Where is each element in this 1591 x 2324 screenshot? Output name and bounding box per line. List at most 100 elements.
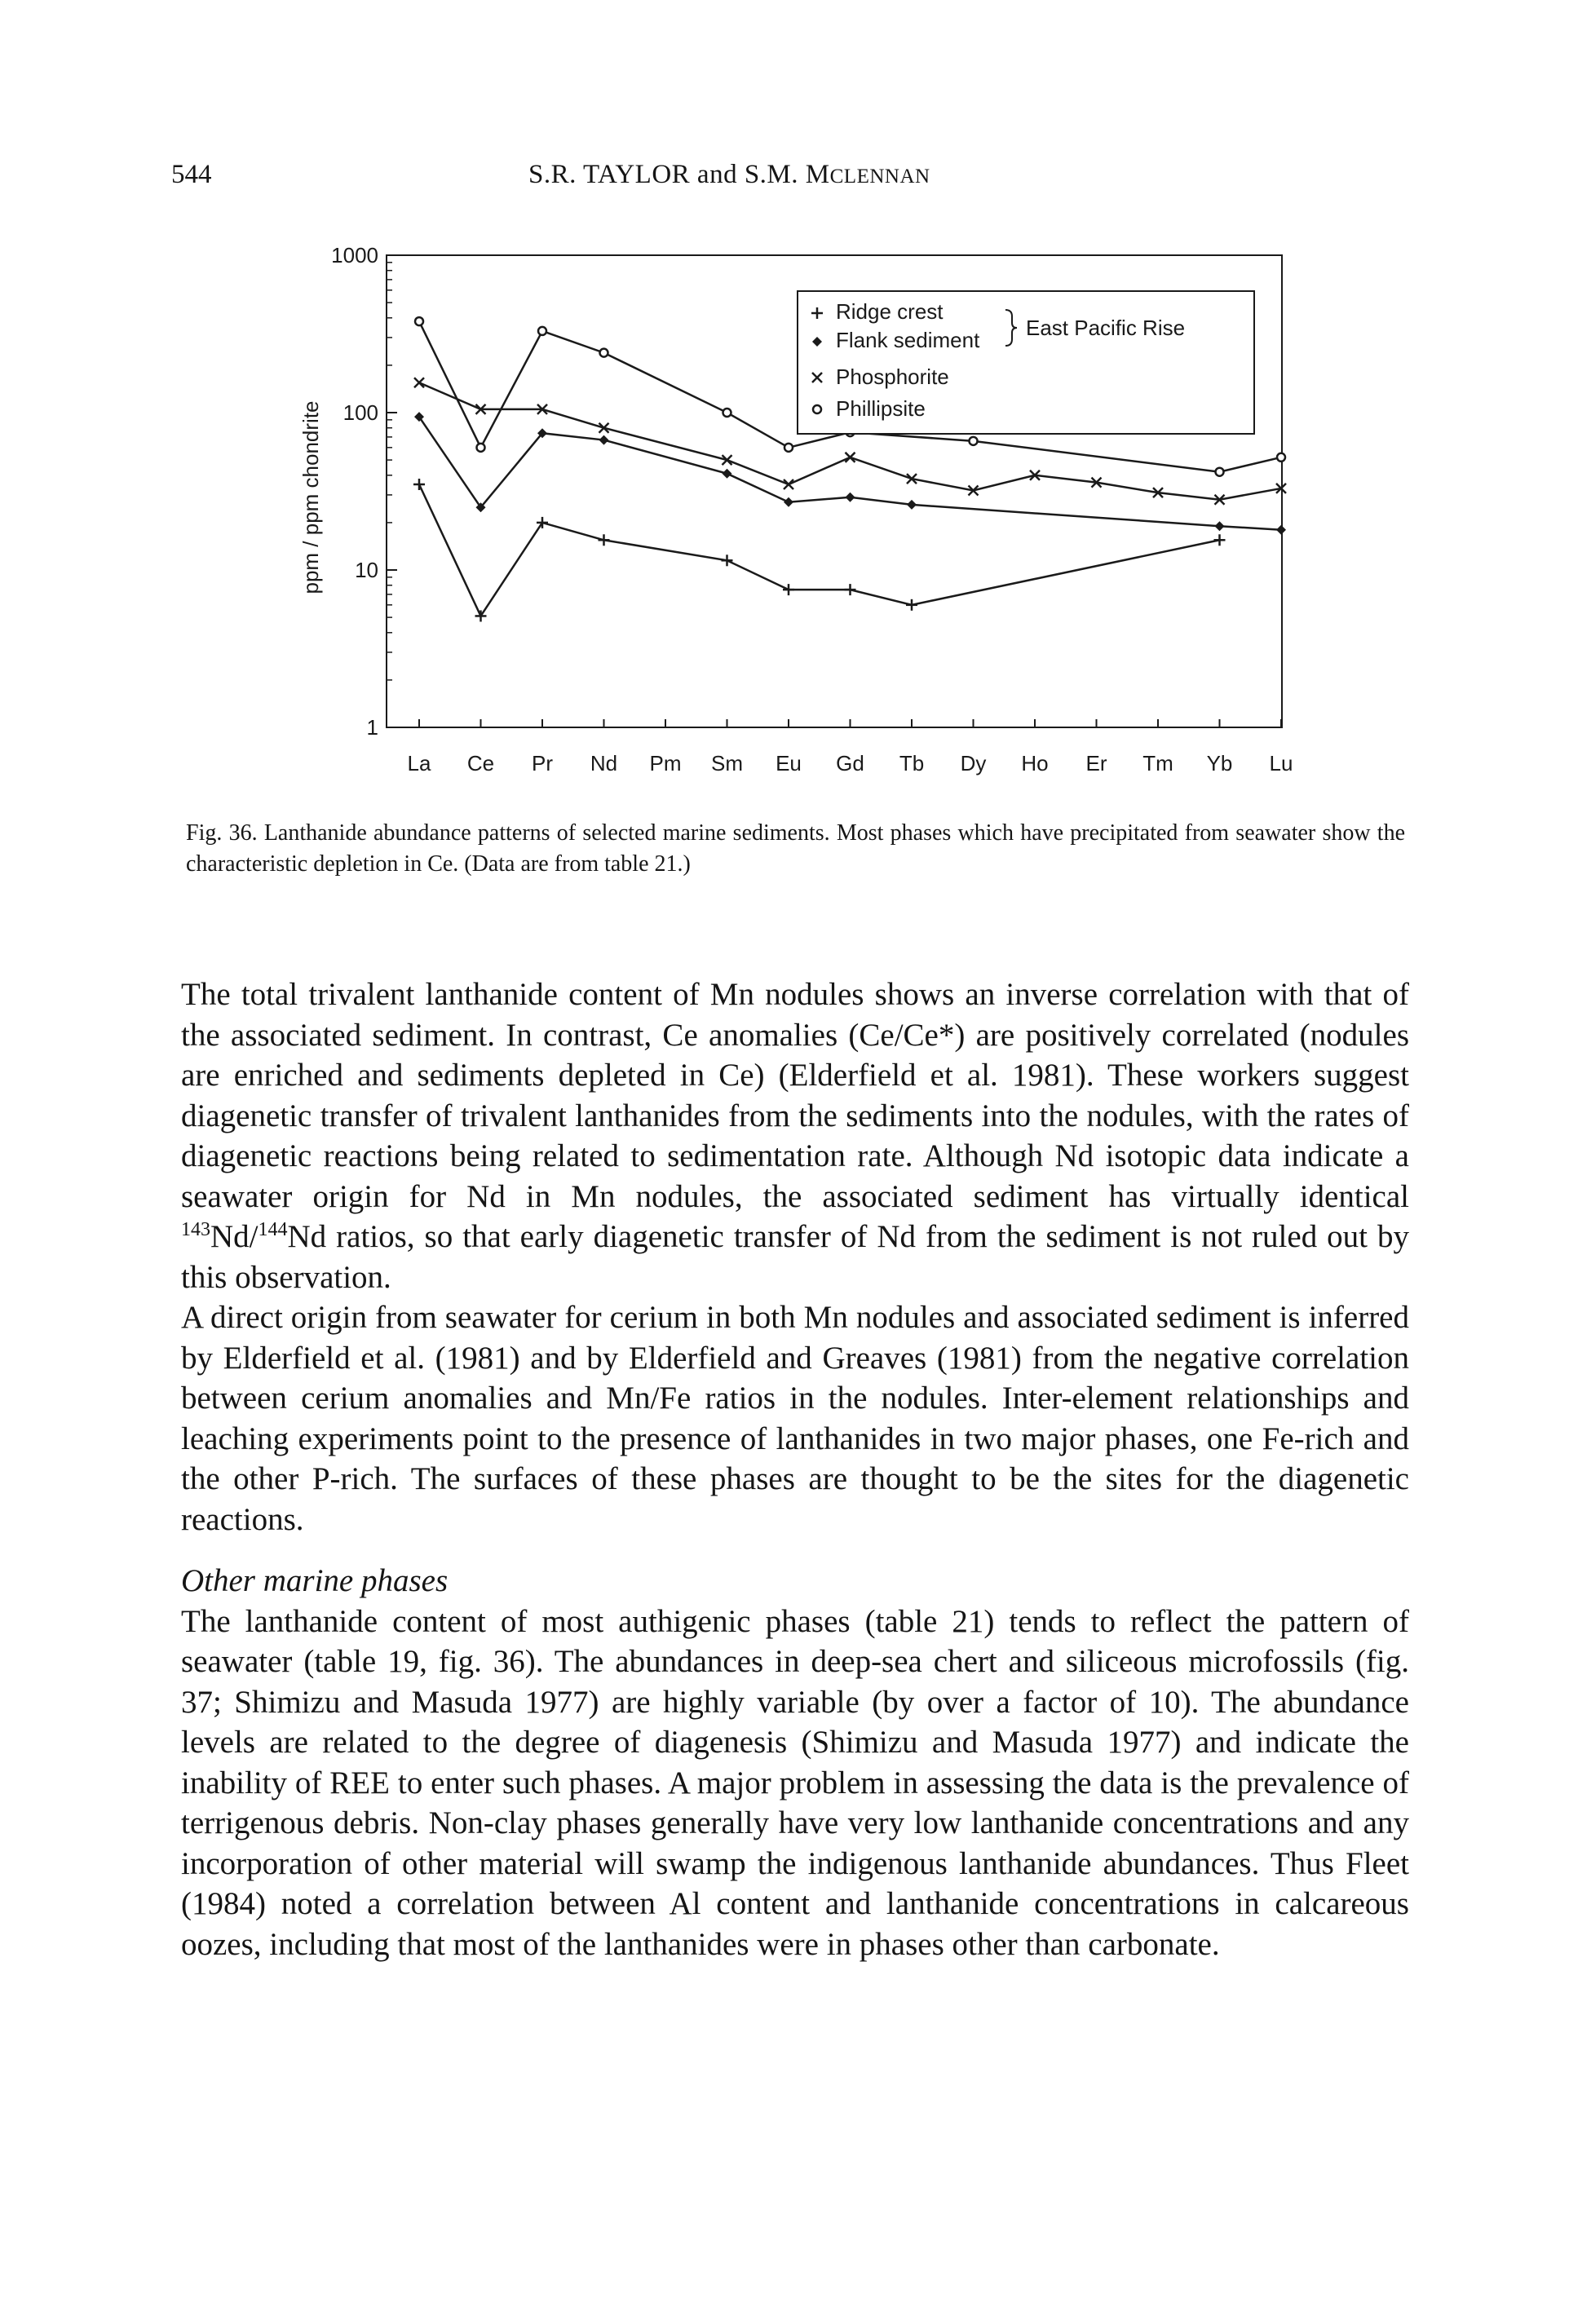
legend-label-phosphorite: Phosphorite [836,365,949,389]
data-point-flank-sediment [599,435,609,445]
data-point-phosphorite [1090,476,1103,488]
x-tick-label: Nd [590,751,617,775]
legend-symbols [811,307,823,415]
x-tick-label: Pr [532,751,553,775]
series-line-phillipsite [418,320,1282,473]
data-point-flank-sediment [722,468,732,479]
legend-label-east-pacific-rise: East Pacific Rise [1026,316,1185,340]
isotope-144: 144 [258,1219,288,1240]
data-point-phillipsite [1275,452,1287,463]
data-point-flank-sediment [784,497,793,507]
paragraph-1-ratio: Nd/ [210,1219,259,1254]
data-point-ridge-crest [906,599,917,611]
data-point-ridge-crest [475,610,487,622]
paragraph-3: The lanthanide content of most authigeni… [181,1603,1409,1962]
body-text: The total trivalent lanthanide content o… [181,974,1409,1964]
data-point-flank-sediment [1214,521,1225,532]
x-tick-label: Ce [467,751,494,775]
series-line-ridge-crest [418,484,1220,618]
caption-label: Fig. 36. [186,820,258,846]
data-point-phosphorite [906,473,917,484]
data-point-phosphorite [1152,487,1164,499]
legend: Ridge crest Flank sediment East Pacific … [797,290,1255,435]
caption-text: Lanthanide abundance patterns of selecte… [186,820,1405,877]
data-point-flank-sediment [845,492,855,502]
y-axis: 1 10 100 1000 [331,243,397,740]
data-point-phosphorite [783,479,794,490]
data-point-flank-sediment [475,502,486,513]
data-point-phosphorite [413,377,425,389]
x-axis: La Ce Pr Nd Pm Sm Eu Gd Tb Dy Ho Er Tm Yb Lu [408,719,1293,775]
legend-symbol-flank-sediment [812,337,822,347]
figure-caption: Fig. 36. Lanthanide abundance patterns o… [186,818,1405,880]
data-point-phosphorite [537,404,548,415]
data-point-phillipsite [722,407,732,418]
data-point-flank-sediment [414,412,424,422]
data-point-phillipsite [537,325,548,337]
x-tick-label: Tm [1142,751,1173,775]
series-line-phosphorite [418,382,1282,501]
data-point-ridge-crest [844,584,856,596]
y-axis-label: ppm / ppm chondrite [298,400,323,594]
running-header: 544 S.R. TAYLOR and S.M. MCLENNAN [0,160,1591,201]
data-point-flank-sediment [537,428,547,439]
data-point-phosphorite [598,422,610,434]
x-tick-label: Eu [776,751,802,775]
x-tick-label: Yb [1207,751,1233,775]
data-point-phosphorite [721,454,733,466]
data-point-ridge-crest [413,478,425,490]
authors-small-caps-tail: LENNAN [843,166,930,188]
x-tick-label: La [408,751,431,775]
legend-symbol-phosphorite [811,372,823,383]
y-tick-label: 1000 [331,243,378,267]
data-point-ridge-crest [1213,534,1226,546]
y-tick-label: 100 [343,400,378,425]
plot-frame [386,254,1283,728]
y-tick-label: 10 [355,558,378,582]
data-point-flank-sediment [907,499,917,510]
legend-symbol-phillipsite [811,404,823,415]
authors-small-caps-c: C [829,166,844,188]
data-point-phillipsite [1214,466,1225,477]
legend-label-phillipsite: Phillipsite [836,396,926,421]
x-tick-label: Dy [961,751,987,775]
legend-symbol-ridge-crest [811,307,823,319]
paragraph-2: A direct origin from seawater for cerium… [181,1300,1409,1537]
x-tick-label: Gd [836,751,864,775]
x-tick-label: Sm [711,751,743,775]
x-tick-label: Lu [1270,751,1293,775]
data-point-phillipsite [599,347,609,358]
data-point-phosphorite [844,451,856,463]
legend-label-ridge-crest: Ridge crest [836,299,944,324]
x-tick-label: Ho [1021,751,1048,775]
legend-brace [1005,309,1018,347]
data-point-ridge-crest [721,554,733,567]
data-point-flank-sediment [1276,524,1286,535]
data-point-phillipsite [783,442,794,453]
x-tick-label: Pm [650,751,682,775]
data-point-phosphorite [475,404,487,415]
running-head-authors: S.R. TAYLOR and S.M. MCLENNAN [528,160,930,190]
data-point-phillipsite [968,435,979,447]
data-point-phillipsite [413,316,425,327]
authors-main: S.R. TAYLOR and S.M. M [528,160,830,189]
data-point-ridge-crest [598,534,610,546]
data-point-phosphorite [1275,483,1287,494]
x-tick-label: Er [1086,751,1107,775]
y-tick-label: 1 [367,715,378,740]
page-number: 544 [171,160,212,189]
series-line-flank-sediment [418,416,1282,531]
section-heading: Other marine phases [181,1563,449,1598]
x-tick-label: Tb [899,751,924,775]
data-point-ridge-crest [783,584,794,596]
legend-box [797,290,1255,435]
data-point-phosphorite [967,484,979,497]
paragraph-1-part-a: The total trivalent lanthanide content o… [181,977,1409,1214]
data-point-phosphorite [1213,493,1226,506]
data-point-phillipsite [475,442,486,453]
data-point-phosphorite [1029,469,1041,481]
data-point-ridge-crest [537,516,548,528]
paragraph-1: The total trivalent lanthanide content o… [181,974,1409,1297]
